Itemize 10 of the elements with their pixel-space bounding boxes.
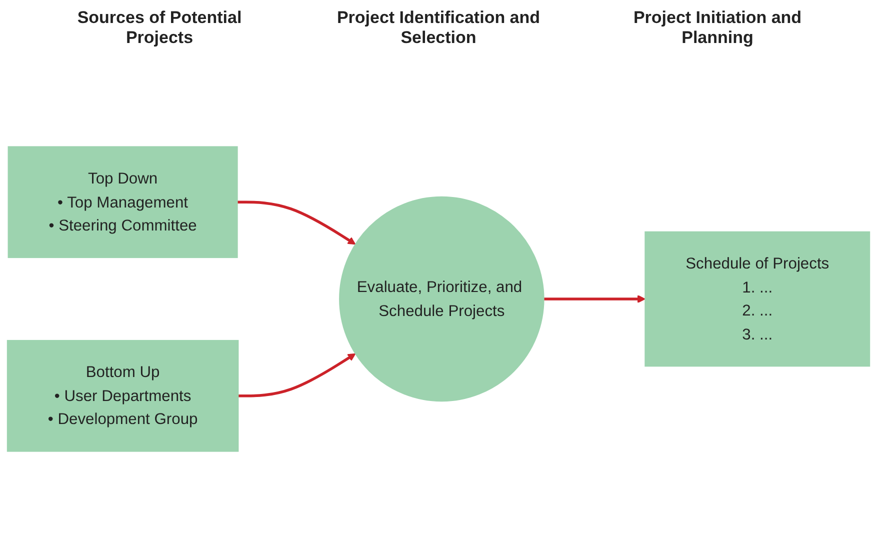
node-box: Schedule of Projects 1. ... 2. ... 3. ... bbox=[644, 231, 870, 367]
node-box: Bottom Up • User Departments • Development Group bbox=[6, 340, 239, 452]
node-box: Top Down • Top Management • Steering Committee bbox=[8, 146, 238, 258]
column-heading: Project Initiation and Planning bbox=[632, 8, 803, 49]
column-heading: Project Identification and Selection bbox=[336, 8, 542, 49]
node-circle: Evaluate, Prioritize, and Schedule Projects bbox=[339, 196, 544, 402]
arrow bbox=[238, 353, 356, 398]
column-heading: Sources of Potential Projects bbox=[76, 8, 243, 49]
arrow bbox=[544, 294, 646, 304]
arrow bbox=[237, 200, 356, 245]
